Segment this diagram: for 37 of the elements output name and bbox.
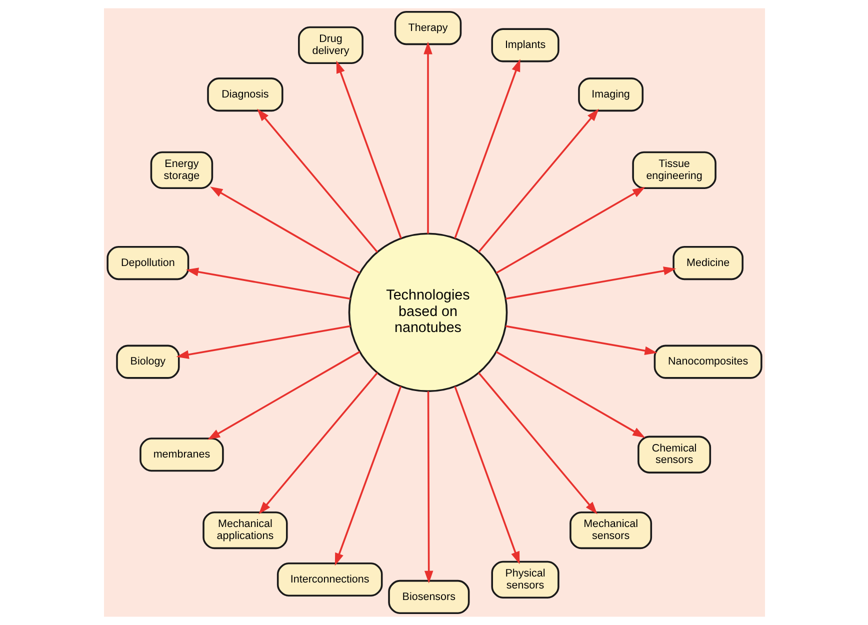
arrow	[185, 268, 350, 300]
arrow	[504, 266, 676, 300]
arrow	[336, 60, 402, 239]
node-box: Diagnosis	[206, 78, 283, 112]
node-circle: Technologies based on nanotubes	[348, 232, 508, 392]
node-box: Therapy	[394, 11, 462, 46]
arrow	[423, 42, 432, 234]
node-box: Implants	[490, 28, 559, 62]
arrow	[454, 58, 520, 239]
node-box: Biology	[116, 344, 180, 379]
node-box: Interconnections	[276, 562, 382, 597]
arrow	[495, 351, 645, 438]
arrow	[478, 108, 598, 253]
arrow	[256, 108, 378, 253]
arrow	[478, 372, 597, 514]
arrow	[424, 391, 433, 584]
arrow	[504, 325, 657, 356]
node-box: Energy storage	[150, 151, 213, 190]
node-box: Mechanical applications	[202, 511, 288, 550]
node-box: Nanocomposites	[653, 344, 762, 379]
node-box: Depollution	[106, 246, 189, 280]
arrow	[495, 186, 645, 274]
arrow	[207, 351, 360, 440]
arrow	[454, 386, 520, 564]
node-box: Physical sensors	[490, 560, 559, 598]
node-box: Mechanical sensors	[569, 511, 652, 550]
arrow	[334, 386, 402, 566]
node-box: Biosensors	[388, 580, 470, 614]
arrow	[210, 186, 360, 274]
node-box: Medicine	[672, 246, 743, 280]
node-box: Drug delivery	[298, 26, 363, 64]
arrow	[258, 372, 378, 514]
node-box: Imaging	[578, 78, 644, 112]
node-box: membranes	[139, 438, 224, 472]
node-box: Chemical sensors	[637, 436, 711, 474]
node-box: Tissue engineering	[632, 151, 716, 190]
arrow	[176, 325, 350, 359]
